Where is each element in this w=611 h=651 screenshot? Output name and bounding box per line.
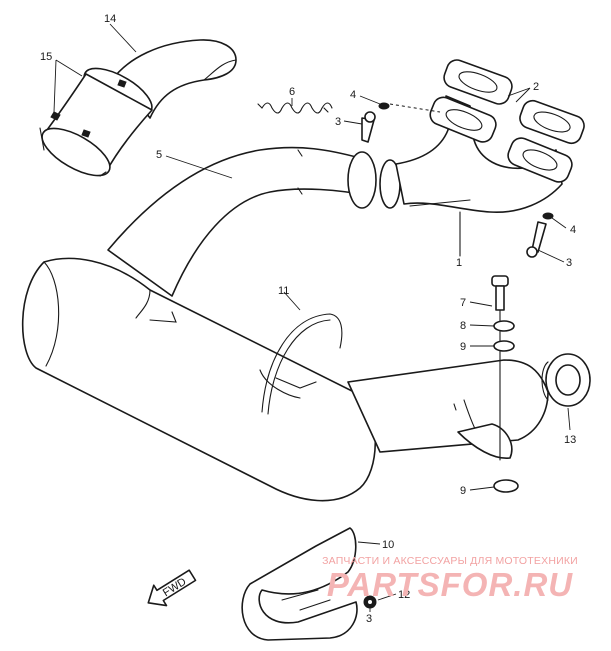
callout-9-upper: 9 [460,341,466,353]
callout-7: 7 [460,297,466,309]
callout-6: 6 [289,86,295,98]
callout-2: 2 [533,81,539,93]
part-10-bracket [241,527,358,641]
callout-3-lower: 3 [566,257,572,269]
callout-3-upper: 3 [335,116,341,128]
callout-13: 13 [564,434,576,446]
part-13-grommet [541,353,591,407]
part-15-clamp-sleeve [39,67,153,177]
callout-4-upper: 4 [350,89,356,101]
callout-15: 15 [40,51,52,63]
part-6-spring [257,102,333,114]
fwd-arrow-icon: FWD [147,569,197,607]
callout-numbers: 14 15 6 4 3 2 5 1 4 3 11 7 8 9 13 9 10 1… [40,13,576,625]
part-9-washer-lower [493,479,519,493]
callout-9-lower: 9 [460,485,466,497]
callout-8: 8 [460,320,466,332]
watermark-logo: PARTSFOR.RU [326,566,574,603]
part-1-manifold [395,95,563,257]
part-3-bolt-upper [361,111,376,143]
callout-1: 1 [456,257,462,269]
callout-3-bottom: 3 [366,613,372,625]
leader-lines [53,23,571,612]
part-4-washer-upper [378,102,441,113]
callout-12: 12 [398,589,410,601]
part-4-washer-lower [542,212,554,220]
watermark-caption: ЗАПЧАСТИ И АКСЕССУАРЫ ДЛЯ МОТОТЕХНИКИ [322,555,578,567]
callout-4-lower: 4 [570,224,576,236]
part-3-bolt-lower [526,221,547,258]
muffler [21,257,549,502]
callout-5: 5 [156,149,162,161]
callout-14: 14 [104,13,116,25]
part-9-washer-upper [493,340,515,352]
callout-11: 11 [278,285,289,297]
part-8-washer [493,320,515,332]
part-2-gaskets [429,59,585,183]
part-7-bolt [491,275,509,461]
part-11-bracket [261,313,343,415]
part-5-pipe [107,146,401,297]
callout-10: 10 [382,539,394,551]
